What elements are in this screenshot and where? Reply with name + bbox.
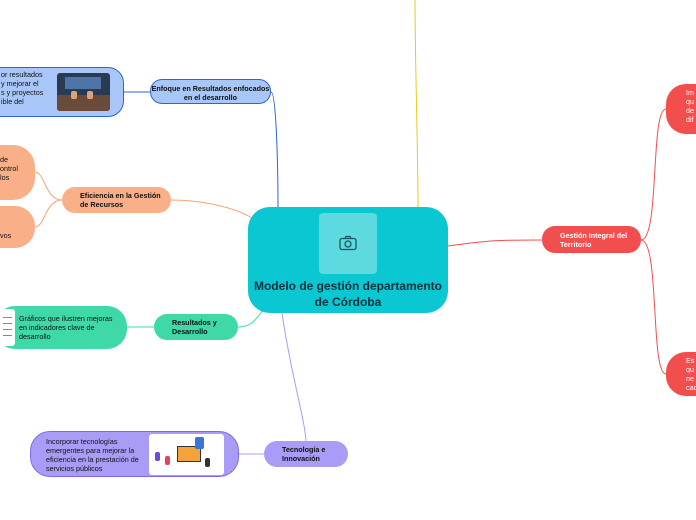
central-title: Modelo de gestión departamento de Córdob…: [248, 278, 448, 310]
detail-line: or resultados: [1, 70, 43, 79]
detail-line: s y proyectos: [1, 88, 43, 97]
detail-line: los: [0, 173, 9, 182]
detail-line: ible del: [1, 97, 24, 106]
detail-line: y mejorar el: [1, 79, 39, 88]
detail-line: vos: [0, 231, 11, 240]
branch-label: Tecnología e Innovación: [282, 445, 325, 463]
branch-tecnologia-innovacion[interactable]: Tecnología e Innovación: [264, 441, 348, 467]
detail-line: de: [686, 106, 694, 115]
detail-text: Incorporar tecnologías emergentes para m…: [46, 437, 146, 473]
branch-enfoque-resultados[interactable]: Enfoque en Resultados enfocados en el de…: [150, 79, 271, 104]
detail-line: ne: [686, 374, 694, 383]
branch-label: Eficiencia en la Gestión de Recursos: [80, 191, 161, 209]
branch-gestion-territorio[interactable]: Gestión Integral del Territorio: [542, 226, 641, 253]
detail-line: Es: [686, 356, 694, 365]
branch-label: Gestión Integral del Territorio: [560, 231, 627, 249]
branch-eficiencia-recursos[interactable]: Eficiencia en la Gestión de Recursos: [62, 187, 171, 213]
detail-line: ontrol: [0, 164, 18, 173]
detail-line: qu: [686, 97, 694, 106]
enfoque-detail-node[interactable]: or resultados y mejorar el s y proyectos…: [0, 67, 124, 117]
detail-line: dif: [686, 115, 694, 124]
detail-line: Im: [686, 88, 694, 97]
eficiencia-detail-top[interactable]: de ontrol los: [0, 145, 35, 200]
detail-line: de: [0, 155, 8, 164]
detail-line: cad: [686, 383, 696, 392]
camera-icon: [339, 235, 357, 251]
technology-illustration: [149, 434, 224, 475]
chart-thumbnail: [0, 309, 15, 346]
detail-line: qu: [686, 365, 694, 374]
image-placeholder[interactable]: [319, 213, 377, 274]
central-topic[interactable]: Modelo de gestión departamento de Córdob…: [248, 207, 448, 313]
resultados-detail-node[interactable]: Gráficos que ilustren mejoras en indicad…: [0, 306, 127, 349]
branch-resultados-desarrollo[interactable]: Resultados y Desarrollo: [154, 314, 238, 340]
detail-text: Gráficos que ilustren mejoras en indicad…: [19, 314, 119, 341]
conference-photo: [57, 73, 110, 111]
tecnologia-detail-node[interactable]: Incorporar tecnologías emergentes para m…: [30, 431, 239, 477]
gestion-detail-top[interactable]: Im qu de dif: [666, 84, 696, 134]
branch-label: Resultados y Desarrollo: [172, 318, 217, 336]
gestion-detail-bottom[interactable]: Es qu ne cad: [666, 352, 696, 396]
branch-label: Enfoque en Resultados enfocados en el de…: [152, 84, 270, 102]
